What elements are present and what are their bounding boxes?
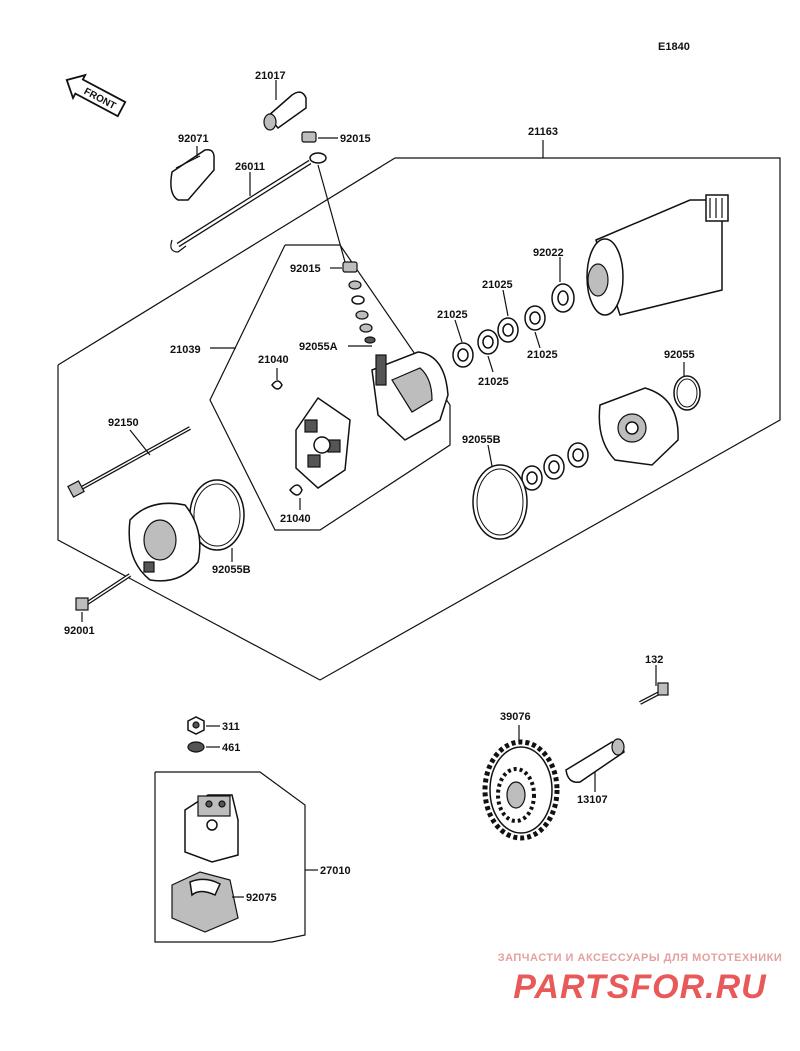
nut-92015-mid xyxy=(342,261,358,273)
starter-relay-part xyxy=(184,794,239,863)
assembly-outline-21039 xyxy=(209,244,451,531)
label-92075: 92075 xyxy=(246,892,277,904)
spring-21040-top xyxy=(271,380,283,390)
label-92055b-low: 92055B xyxy=(212,564,251,576)
label-92015-top: 92015 xyxy=(340,133,371,145)
washers-21025 xyxy=(452,305,546,368)
bolt-92001-part xyxy=(75,573,132,611)
starter-motor-21163-part xyxy=(586,194,729,316)
label-92055b-mid: 92055B xyxy=(462,434,501,446)
label-21017: 21017 xyxy=(255,70,286,82)
label-92001: 92001 xyxy=(64,625,95,637)
spring-21040-bottom xyxy=(289,484,303,496)
washers-lower xyxy=(521,442,589,491)
watermark-tagline: ЗАПЧАСТИ И АКСЕССУАРЫ ДЛЯ МОТОТЕХНИКИ xyxy=(498,952,783,964)
oring-92055 xyxy=(673,375,701,411)
label-311: 311 xyxy=(222,721,240,733)
label-21025-b: 21025 xyxy=(437,309,468,321)
label-21040-top: 21040 xyxy=(258,354,289,366)
label-27010: 27010 xyxy=(320,865,351,877)
label-21040-bottom: 21040 xyxy=(280,513,311,525)
label-26011: 26011 xyxy=(235,161,265,173)
label-21025-d: 21025 xyxy=(478,376,509,388)
relay-cover-92075-part xyxy=(171,871,239,933)
label-132: 132 xyxy=(645,654,663,666)
front-arrow-icon: FRONT xyxy=(65,73,127,118)
terminal-boot-part xyxy=(263,91,307,131)
bolt-132-part xyxy=(639,682,669,705)
label-13107: 13107 xyxy=(577,794,608,806)
assembly-outline-21163 xyxy=(57,157,781,681)
assembly-outline-27010 xyxy=(154,771,306,943)
starter-gear-39076-part xyxy=(482,739,560,841)
label-92055: 92055 xyxy=(664,349,695,361)
label-92015-mid: 92015 xyxy=(290,263,321,275)
label-92150: 92150 xyxy=(108,417,139,429)
cable-26011-part xyxy=(170,152,327,253)
brush-holder-part xyxy=(295,396,351,489)
label-92022: 92022 xyxy=(533,247,564,259)
label-21039: 21039 xyxy=(170,344,201,356)
nut-92015-top xyxy=(301,131,317,143)
terminal-stack xyxy=(348,280,376,344)
shaft-13107-part xyxy=(565,738,625,783)
oring-92055b-mid xyxy=(472,464,528,540)
front-cover-part xyxy=(598,387,679,466)
label-21025-a: 21025 xyxy=(482,279,513,291)
rear-cover-part xyxy=(128,502,201,582)
brush-plate-part xyxy=(371,351,449,441)
watermark-logo: PARTSFOR.RU xyxy=(513,968,767,1006)
cover-92071-part xyxy=(170,148,215,201)
washer-461 xyxy=(187,741,205,753)
label-39076: 39076 xyxy=(500,711,531,723)
label-92055a: 92055A xyxy=(299,341,338,353)
label-21025-c: 21025 xyxy=(527,349,558,361)
label-21163: 21163 xyxy=(528,126,558,138)
label-461: 461 xyxy=(222,742,240,754)
label-92071: 92071 xyxy=(178,133,209,145)
diagram-code: E1840 xyxy=(658,41,690,53)
through-bolt-92150-part xyxy=(67,426,191,498)
